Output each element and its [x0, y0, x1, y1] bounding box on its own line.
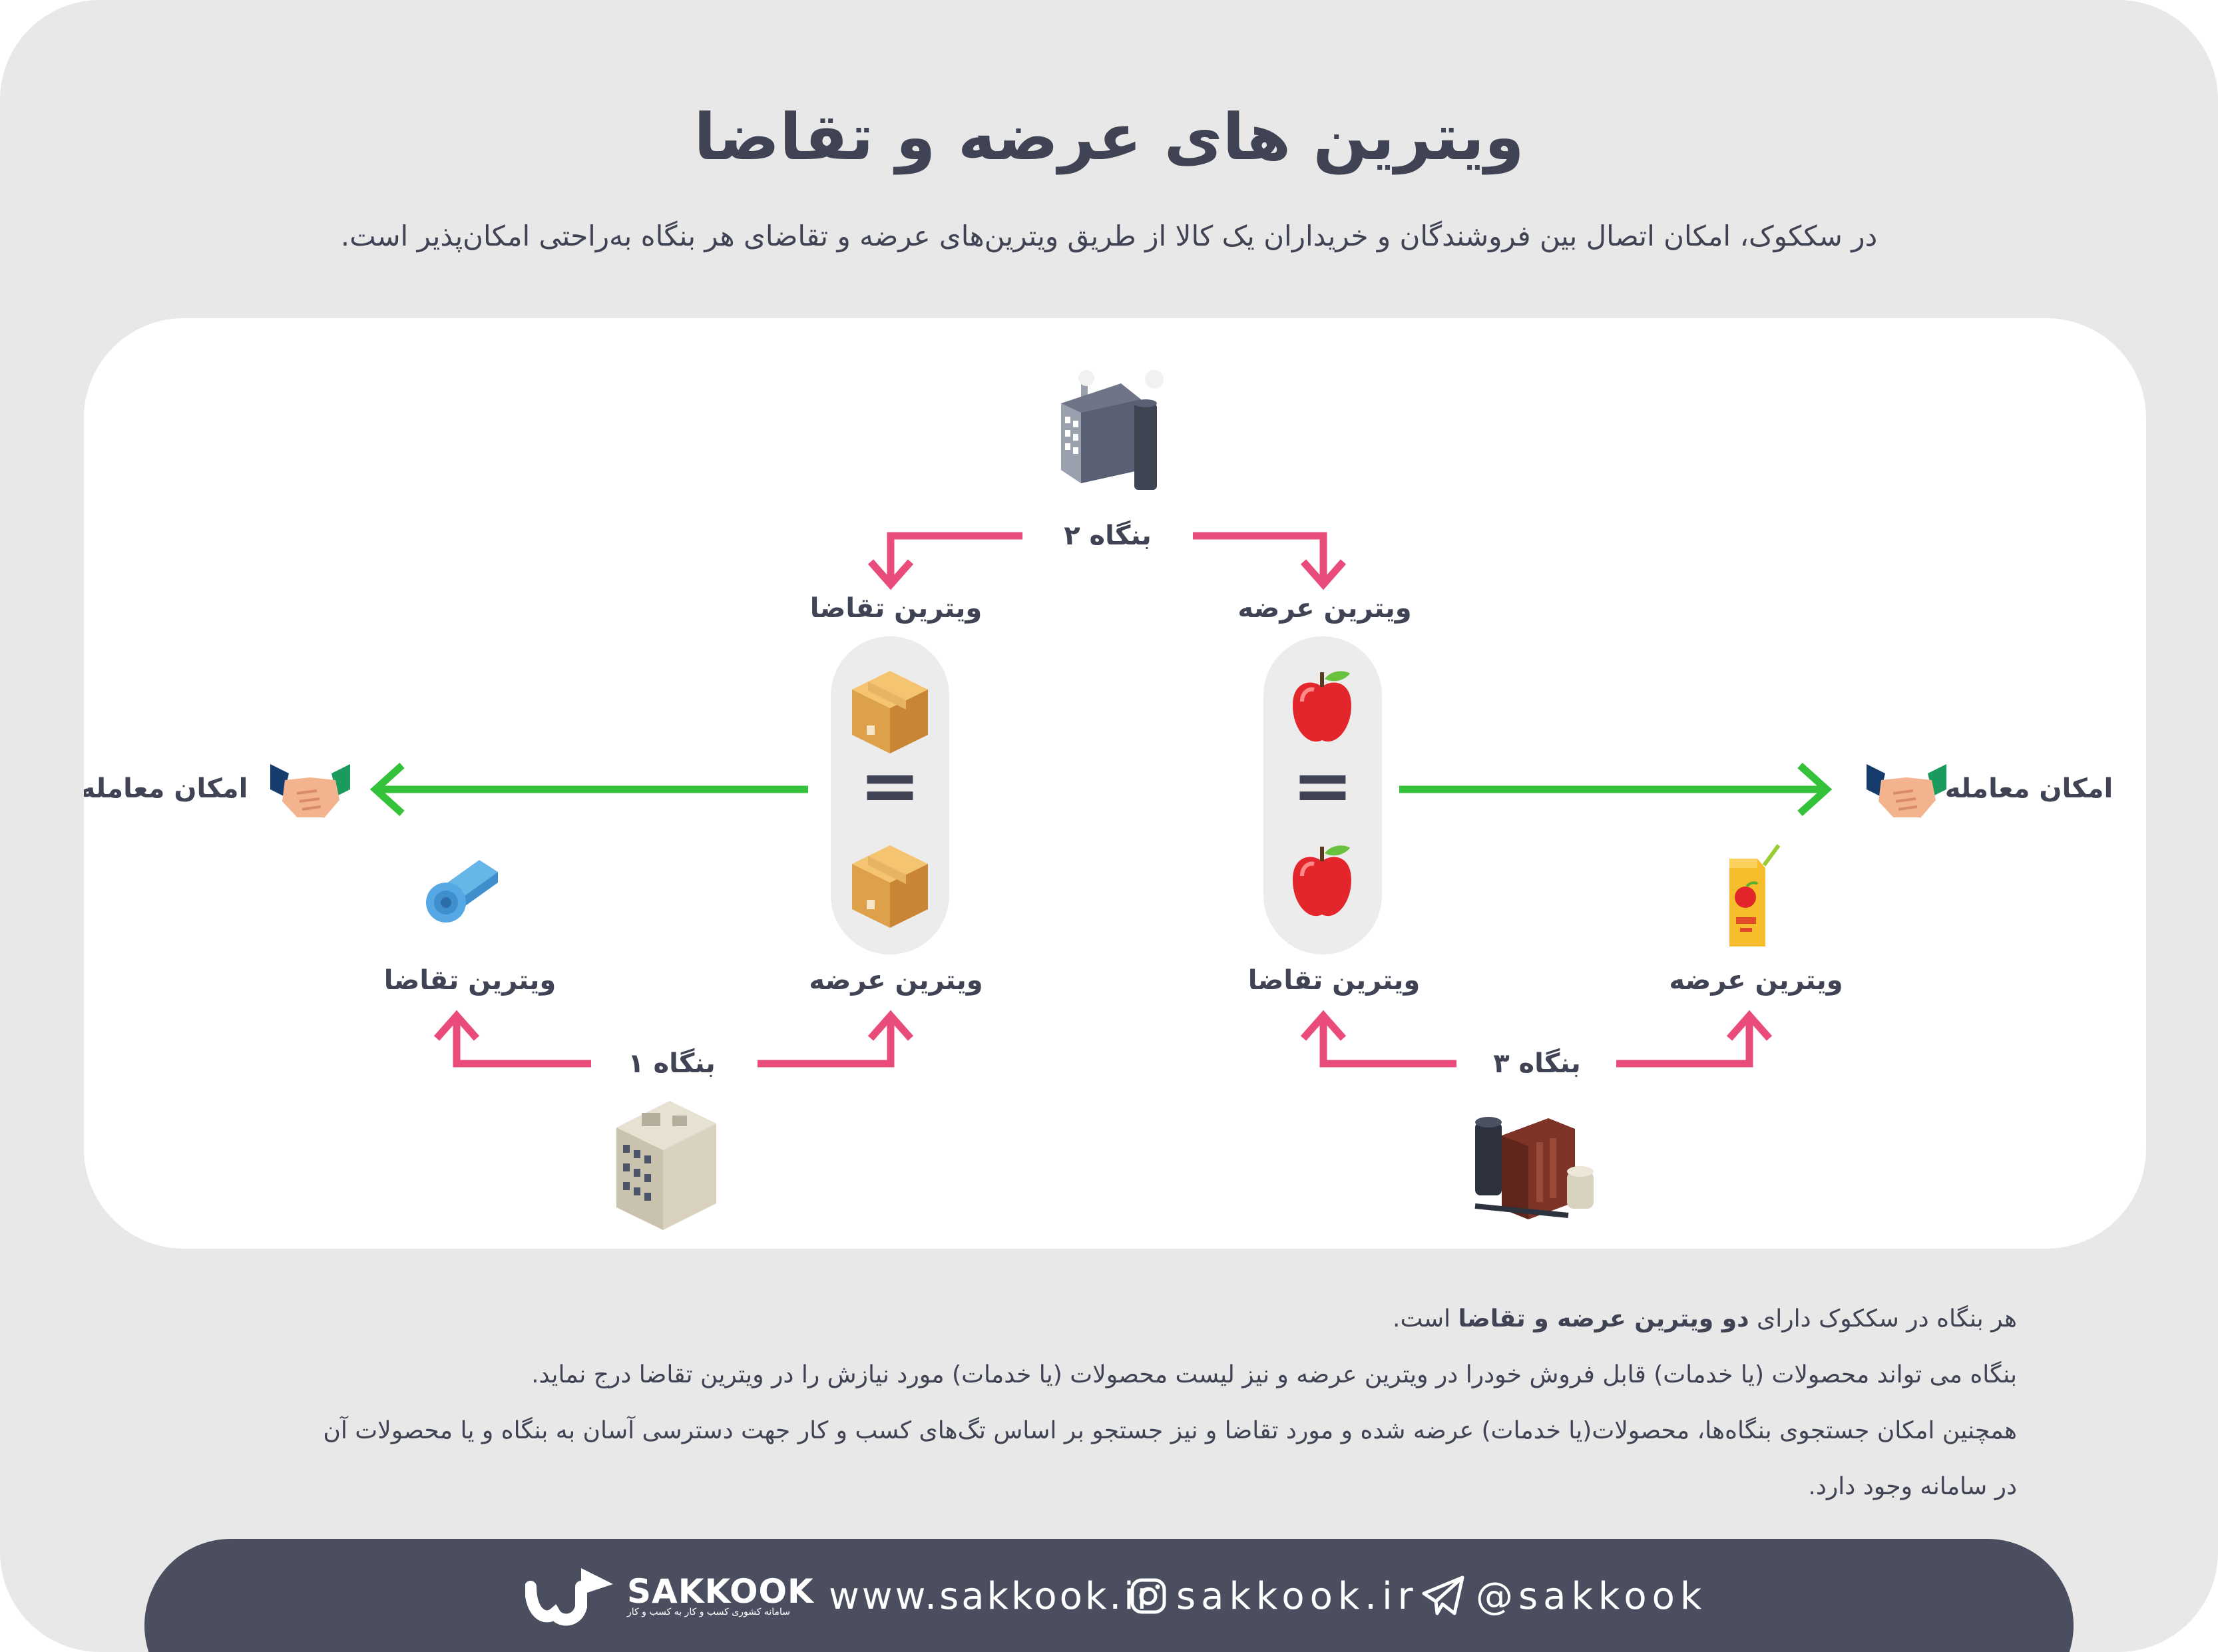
factory-icon [1061, 370, 1164, 490]
equals-right: = [1292, 743, 1353, 828]
apple-icon [1293, 671, 1351, 742]
telegram-icon[interactable] [1421, 1575, 1465, 1616]
arrow-enterprise2-to-supply [1193, 532, 1347, 590]
notes-block: هر بنگاه در سککوک دارای دو ویترین عرضه و… [173, 1291, 2017, 1515]
note-line-1-bold: دو ویترین عرضه و تقاضا [1458, 1305, 1749, 1333]
enterprise1-label: بنگاه ۱ [628, 1048, 716, 1079]
sakkook-logo-icon [525, 1568, 613, 1626]
handshake-icon [1867, 764, 1946, 823]
note-line-1-post: است. [1393, 1305, 1458, 1333]
equals-left: = [859, 743, 921, 828]
arrow-enterprise2-to-demand [867, 532, 1022, 590]
office-building-icon [616, 1101, 716, 1230]
box-icon [852, 845, 928, 928]
page-title: ویترین های عرضه و تقاضا [694, 100, 1524, 174]
telegram-handle[interactable]: @sakkook [1476, 1575, 1707, 1618]
arrow-deal-left [369, 762, 808, 817]
deal-label-left: امکان معامله [84, 773, 248, 804]
handshake-icon [270, 764, 350, 823]
deal-label-right: امکان معامله [1945, 773, 2113, 804]
demand-label-top: ویترین تقاضا [810, 593, 983, 624]
apple-icon [1293, 845, 1351, 917]
note-line-1-pre: هر بنگاه در سککوک دارای [1749, 1305, 2017, 1333]
arrow-enterprise3-to-demand [1300, 1010, 1456, 1068]
note-line-2: بنگاه می تواند محصولات (یا خدمات) قابل ف… [531, 1361, 2017, 1388]
page-subtitle: در سککوک، امکان اتصال بین فروشندگان و خر… [340, 220, 1878, 252]
arrow-enterprise3-to-supply [1616, 1010, 1773, 1068]
note-line-4: در سامانه وجود دارد. [1808, 1473, 2017, 1500]
instagram-icon[interactable] [1130, 1577, 1167, 1615]
demand-label-e3: ویترین تقاضا [1248, 965, 1421, 996]
enterprise3-label: بنگاه ۳ [1493, 1048, 1581, 1079]
arrow-enterprise1-to-supply [758, 1010, 914, 1068]
fabric-roll-icon [426, 860, 498, 923]
supply-label-e1: ویترین عرضه [809, 965, 983, 996]
footer-bar: SAKKOOK سامانه کشوری کسب و کار به کسب و … [144, 1539, 2074, 1652]
footer-brand-tagline: سامانه کشوری کسب و کار به کسب و کار [627, 1607, 790, 1617]
footer-brand: SAKKOOK [627, 1572, 814, 1611]
diagram-panel: = = بنگاه ۲ ویترین تقاضا ویترین عرضه ویت… [84, 318, 2146, 1249]
showcase-diagram: = = بنگاه ۲ ویترین تقاضا ویترین عرضه ویت… [84, 370, 2113, 1230]
industrial-plant-icon [1474, 1117, 1594, 1219]
arrow-deal-right [1399, 762, 1833, 817]
supply-label-top: ویترین عرضه [1237, 593, 1411, 624]
juice-box-icon [1729, 844, 1781, 946]
demand-label-e1: ویترین تقاضا [384, 965, 556, 996]
arrow-enterprise1-to-demand [433, 1010, 591, 1068]
note-line-1: هر بنگاه در سککوک دارای دو ویترین عرضه و… [173, 1291, 2017, 1347]
enterprise2-label: بنگاه ۲ [1064, 520, 1152, 551]
website-link[interactable]: www.sakkook.ir [829, 1575, 1155, 1618]
note-line-3: همچنین امکان جستجوی بنگاه‌ها، محصولات(یا… [323, 1417, 2017, 1444]
instagram-handle[interactable]: sakkook.ir [1176, 1575, 1419, 1618]
box-icon [852, 671, 928, 753]
supply-label-e3: ویترین عرضه [1669, 965, 1843, 996]
